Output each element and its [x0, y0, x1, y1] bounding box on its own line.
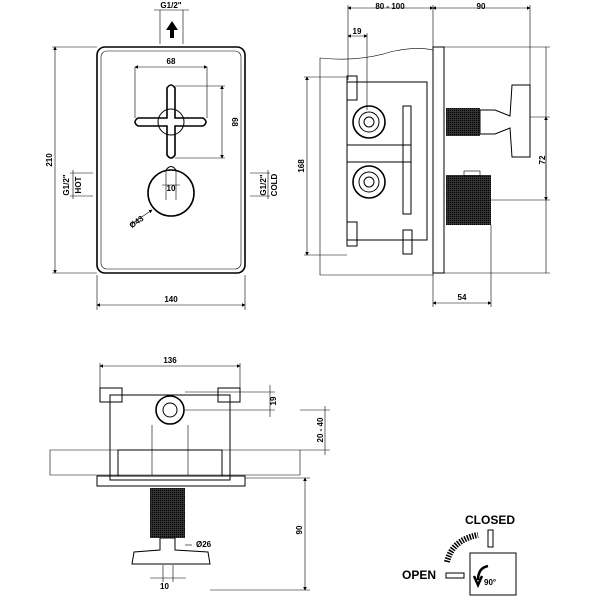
open-label: OPEN — [402, 568, 436, 582]
side-knob — [446, 175, 491, 225]
rotation-arc — [444, 532, 479, 563]
rotation-box — [469, 552, 517, 596]
side-cross-handle — [479, 84, 531, 158]
spacing-label: 72 — [538, 155, 547, 164]
hot-thread-label: G1/2" — [62, 174, 71, 195]
plate-height-label: 210 — [45, 153, 54, 167]
knob-indicator-label: 10 — [167, 184, 176, 193]
side-offset-label: 19 — [353, 27, 362, 36]
top-cross-handle — [131, 537, 211, 565]
body-height-label: 168 — [297, 159, 306, 173]
top-valve-body — [109, 394, 231, 481]
top-view: 136 19 20 - 40 90 Ø26 10 — [49, 356, 330, 591]
wall-depth-label: 80 - 100 — [375, 2, 405, 11]
stem-label: 10 — [160, 582, 169, 591]
front-view: G1/2" 68 68 10 Ø43 G1/2" HOT G1/2" COLD — [45, 1, 279, 310]
handle-height-label: 68 — [230, 118, 239, 127]
outlet-arrow-icon — [166, 21, 178, 38]
side-cover-plate — [432, 46, 445, 274]
outlet-thread-label: G1/2" — [160, 1, 181, 10]
plaster-range-label: 20 - 40 — [316, 417, 325, 442]
closed-position-marker — [487, 529, 494, 548]
closed-label: CLOSED — [465, 513, 515, 527]
cold-label: COLD — [270, 173, 279, 196]
plaster-section — [49, 449, 301, 476]
top-projection-label: 90 — [295, 525, 304, 534]
side-projection-label: 90 — [477, 2, 486, 11]
diverter-knob — [147, 169, 195, 217]
plate-width-label: 140 — [164, 295, 178, 304]
top-cover-plate — [96, 475, 246, 487]
hot-label: HOT — [74, 176, 83, 193]
open-position-marker — [445, 572, 465, 579]
knob-projection-label: 54 — [458, 293, 467, 302]
cold-thread-label: G1/2" — [259, 174, 268, 195]
stem-diameter-label: Ø26 — [196, 540, 212, 549]
rotation-angle-label: 90° — [484, 578, 496, 587]
rotation-legend: CLOSED OPEN 90° — [402, 513, 517, 596]
cover-plate — [96, 46, 246, 274]
top-offset-label: 19 — [269, 396, 278, 405]
valve-body — [346, 81, 428, 241]
handle-width-label: 68 — [167, 57, 176, 66]
side-view: 80 - 100 90 19 168 72 54 — [297, 2, 550, 307]
top-knurled-sleeve — [150, 488, 185, 538]
top-body-width-label: 136 — [163, 356, 177, 365]
handle-knurled-sleeve — [446, 108, 480, 136]
rotate-counterclockwise-icon — [472, 564, 489, 589]
cross-handle — [134, 84, 207, 159]
